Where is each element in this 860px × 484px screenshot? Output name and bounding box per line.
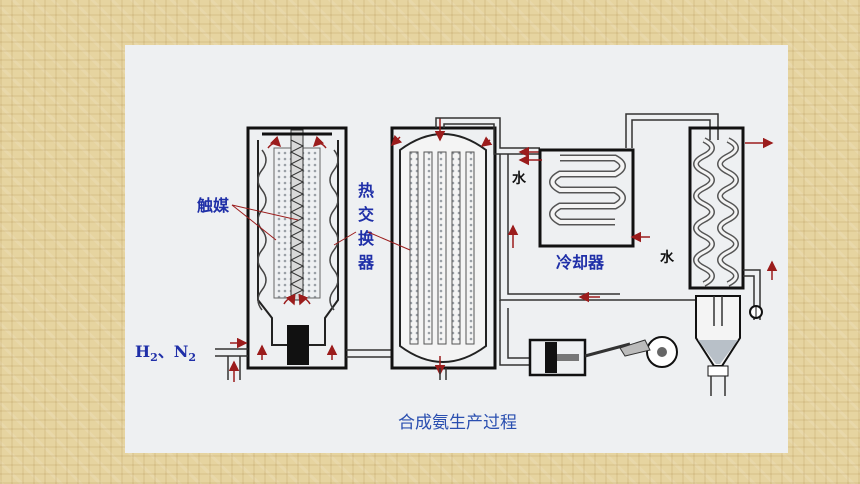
separator [695, 295, 763, 396]
heat-exchanger [390, 118, 497, 376]
heat-exchanger-label-1: 热 [358, 181, 374, 200]
cooler [518, 148, 650, 248]
feed-inlet-pipe [215, 337, 248, 382]
water-in-label: 水 [660, 249, 675, 266]
pipe-tower-exchanger [346, 349, 392, 358]
heat-exchanger-label-4: 器 [357, 253, 375, 272]
heat-exchanger-label-2: 交 [358, 205, 374, 224]
synthesis-tower [246, 126, 348, 370]
water-out-label: 水 [512, 170, 527, 187]
cooler-label: 冷却器 [556, 253, 605, 272]
diagram-title: 合成氨生产过程 [398, 413, 517, 433]
circulating-compressor [528, 336, 678, 377]
condenser-column [688, 126, 778, 320]
process-piping [435, 113, 740, 380]
label-leader-lines [231, 204, 411, 251]
heat-exchanger-label-3: 换 [358, 229, 375, 248]
catalyst-label: 触媒 [196, 196, 230, 215]
feed-gas-label: H2、N2 [135, 342, 196, 364]
